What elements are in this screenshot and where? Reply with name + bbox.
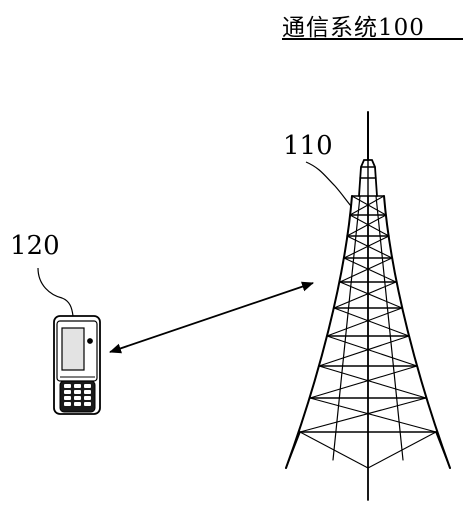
title-underline bbox=[282, 38, 463, 40]
transmission-tower-icon bbox=[285, 111, 451, 501]
tower-leader-line bbox=[305, 161, 352, 207]
tower-label: 110 bbox=[283, 131, 333, 161]
phone-label: 120 bbox=[10, 231, 60, 261]
phone-leader-line bbox=[37, 267, 74, 317]
double-arrow-icon bbox=[109, 281, 314, 354]
figure-title: 通信系统100 bbox=[282, 15, 425, 41]
mobile-phone-icon bbox=[53, 315, 101, 415]
